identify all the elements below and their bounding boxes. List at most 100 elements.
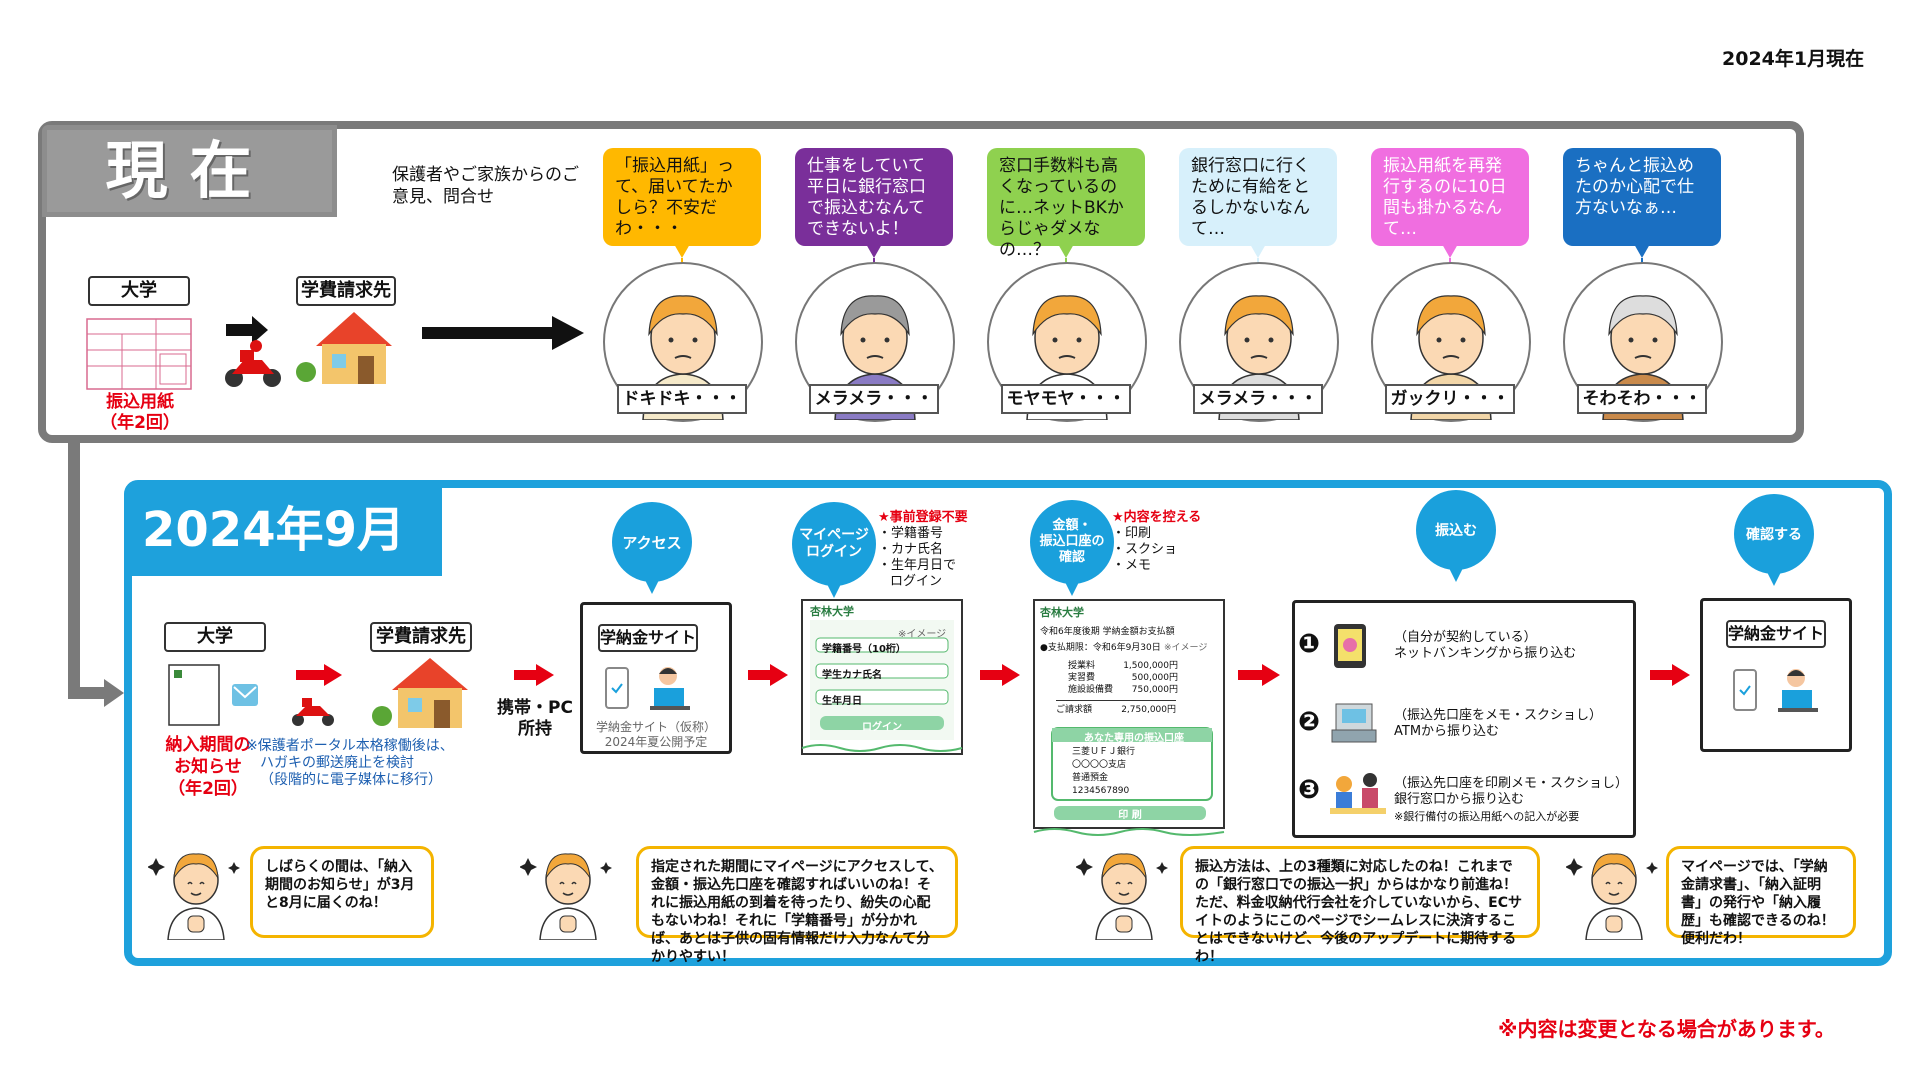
tag-pointer bbox=[1448, 566, 1464, 582]
confirm-note-item: ・印刷 bbox=[1112, 526, 1152, 541]
parent-comment: 振込方法は、上の3種類に対応したのね！これまでの「銀行窓口での振込一択」からはか… bbox=[1180, 846, 1540, 965]
current-title: 現在 bbox=[47, 130, 332, 212]
voice-bubble: 振込用紙を再発行するのに10日間も掛かるなんて… bbox=[1371, 148, 1529, 246]
site-label: 学納金サイト bbox=[598, 624, 698, 652]
account-line: 1234567890 bbox=[1072, 786, 1130, 796]
flow-arrow-large bbox=[422, 316, 584, 350]
check-site-label: 学納金サイト bbox=[1726, 620, 1826, 648]
bill-total: ご請求額 2,750,000円 bbox=[1056, 700, 1176, 715]
voice-bubble: 仕事をしていて平日に銀行窓口で振込むなんてできないよ！ bbox=[795, 148, 953, 246]
parent-avatar-icon bbox=[1566, 840, 1662, 940]
site-caption: 学納金サイト（仮称） 2024年夏公開予定 bbox=[595, 720, 716, 749]
notice-label: 納入期間の お知らせ （年2回） bbox=[165, 735, 251, 799]
house-icon bbox=[294, 308, 394, 388]
voice-bubble: 「振込用紙」って、届いてたかしら？不安だわ・・・ bbox=[603, 148, 761, 246]
bill-row-label: 施設設備費 bbox=[1068, 685, 1114, 695]
parent-comment: しばらくの間は、「納入期間のお知らせ」が3月と8月に届くのね！ bbox=[250, 846, 434, 938]
house-icon bbox=[370, 654, 470, 732]
login-field-kana: 学生カナ氏名 bbox=[822, 670, 882, 681]
future-payer-label: 学費請求先 bbox=[370, 622, 472, 652]
login-button[interactable]: ログイン bbox=[862, 722, 902, 733]
flow-arrow-small bbox=[1650, 664, 1690, 686]
voice-bubble: ちゃんと振込めたのか心配で仕方ないなぁ… bbox=[1563, 148, 1721, 246]
method-note: ※銀行備付の振込用紙への記入が必要 bbox=[1394, 810, 1580, 823]
device-label: 携帯・PC 所持 bbox=[497, 698, 573, 739]
method-number: ❷ bbox=[1298, 707, 1321, 737]
login-note-item: ・カナ氏名 bbox=[878, 542, 944, 557]
bill-row-value: 500,000円 bbox=[1131, 673, 1178, 683]
tag-pointer bbox=[826, 582, 842, 598]
flow-arrow-small bbox=[296, 664, 342, 686]
method-text: （振込先口座を印刷メモ・スクショし） 銀行窓口から振り込む bbox=[1394, 776, 1629, 807]
login-note-item: ログイン bbox=[890, 574, 943, 589]
confirm-note-item: ・メモ bbox=[1112, 558, 1152, 573]
method-text: （自分が契約している） ネットバンキングから振り込む bbox=[1394, 630, 1577, 661]
phone-pc-user-icon bbox=[600, 662, 696, 716]
step-transfer-tag: 振込む bbox=[1416, 490, 1496, 570]
bill-row: 実習費 500,000円 bbox=[1068, 672, 1178, 684]
method-text: （振込先口座をメモ・スクショし） ATMから振り込む bbox=[1394, 708, 1603, 739]
confirm-note-item: ・スクショ bbox=[1112, 542, 1178, 557]
voice-bubble: 銀行窓口に行くために有給をとるしかないなんて… bbox=[1179, 148, 1337, 246]
bill-rows: 授業料 1,500,000円実習費 500,000円施設設備費 750,000円 bbox=[1068, 660, 1178, 696]
transfer-slip-image bbox=[86, 318, 192, 390]
login-field-birth: 生年月日 bbox=[822, 696, 862, 707]
account-line: 三菱ＵＦＪ銀行 bbox=[1072, 747, 1136, 757]
tag-pointer bbox=[1064, 580, 1080, 596]
delivery-scooter-icon bbox=[288, 692, 338, 728]
parent-comment: マイページでは、「学納金請求書」、「納入証明書」の発行や「納入履歴」も確認できる… bbox=[1666, 846, 1856, 947]
account-title: あなた専用の振込口座 bbox=[1084, 733, 1184, 744]
bill-row: 授業料 1,500,000円 bbox=[1068, 660, 1178, 672]
parent-comment: 指定された期間にマイページにアクセスして、金額・振込先口座を確認すればいいのね！… bbox=[636, 846, 958, 965]
flow-arrow-small bbox=[748, 664, 788, 686]
flow-arrow-small bbox=[1238, 664, 1280, 686]
future-panel bbox=[124, 480, 1892, 966]
parent-avatar-icon bbox=[1076, 840, 1172, 940]
method-number: ❶ bbox=[1298, 629, 1321, 659]
parent-avatar-icon bbox=[520, 840, 616, 940]
notice-note: ※保護者ポータル本格稼働後は、 ハガキの郵送廃止を検討 （段階的に電子媒体に移行… bbox=[246, 738, 454, 788]
current-panel bbox=[38, 121, 1804, 443]
confirm-note: ★内容を控える ・印刷・スクショ・メモ bbox=[1112, 510, 1222, 574]
payer-label: 学費請求先 bbox=[296, 276, 396, 306]
print-button[interactable]: 印 刷 bbox=[1118, 810, 1142, 821]
bill-row-label: 実習費 bbox=[1068, 673, 1096, 683]
step-access-tag: アクセス bbox=[612, 502, 692, 582]
bill-brand: 杏林大学 bbox=[1040, 606, 1084, 619]
account-lines: 三菱ＵＦＪ銀行〇〇〇〇支店普通預金 1234567890 bbox=[1072, 746, 1212, 798]
account-line: 普通預金 bbox=[1072, 773, 1109, 783]
login-field-id: 学籍番号（10桁） bbox=[822, 644, 906, 655]
delivery-scooter-icon bbox=[222, 316, 284, 390]
voice-mood-label: ドキドキ・・・ bbox=[617, 384, 747, 414]
postcard-icon bbox=[168, 664, 260, 726]
bill-row-label: 授業料 bbox=[1068, 661, 1096, 671]
footnote: ※内容は変更となる場合があります。 bbox=[1498, 1017, 1835, 1041]
voice-mood-label: そわそわ・・・ bbox=[1577, 384, 1707, 414]
bill-due: ●支払期限：令和6年9月30日 bbox=[1040, 643, 1161, 653]
bill-row: 施設設備費 750,000円 bbox=[1068, 684, 1178, 696]
account-line: 〇〇〇〇支店 bbox=[1072, 760, 1127, 770]
tag-pointer bbox=[1766, 570, 1782, 586]
voice-mood-label: モヤモヤ・・・ bbox=[1001, 384, 1131, 414]
step-confirm-tag: 金額・ 振込口座の 確認 bbox=[1030, 500, 1114, 584]
voice-mood-label: ガックリ・・・ bbox=[1385, 384, 1515, 414]
slip-label: 振込用紙 （年2回） bbox=[100, 392, 180, 433]
voice-mood-label: メラメラ・・・ bbox=[1193, 384, 1323, 414]
bank-counter-icon bbox=[1330, 768, 1386, 818]
future-title: 2024年9月～ bbox=[128, 484, 442, 650]
login-note-item: ・学籍番号 bbox=[878, 526, 944, 541]
phone-pc-user-icon bbox=[1728, 664, 1824, 718]
voice-bubble: 窓口手数料も高くなっているのに…ネットBKからじゃダメなの…？ bbox=[987, 148, 1145, 260]
atm-icon bbox=[1330, 700, 1386, 750]
bill-row-value: 1,500,000円 bbox=[1123, 661, 1178, 671]
flow-arrow-small bbox=[980, 664, 1020, 686]
login-sample: ※イメージ bbox=[898, 629, 947, 640]
date-note: 2024年1月現在 bbox=[1722, 48, 1865, 70]
voice-mood-label: メラメラ・・・ bbox=[809, 384, 939, 414]
login-note-item: ・生年月日で bbox=[878, 558, 957, 573]
step-login-tag: マイページ ログイン bbox=[792, 502, 876, 586]
login-note: ★事前登録不要 ・学籍番号・カナ氏名・生年月日でログイン bbox=[878, 510, 988, 590]
university-label: 大学 bbox=[88, 276, 190, 306]
bill-row-value: 750,000円 bbox=[1131, 685, 1178, 695]
login-brand: 杏林大学 bbox=[810, 605, 854, 618]
